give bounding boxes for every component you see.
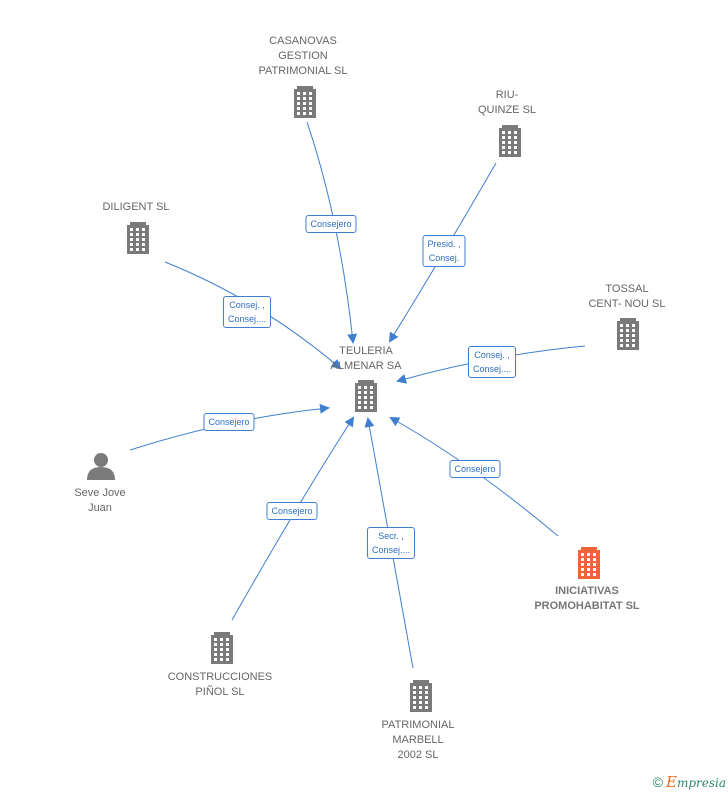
- center-company-label-line: TEULERIA: [339, 345, 393, 357]
- relation-badge-diligent[interactable]: Consej. , Consej....: [222, 296, 272, 328]
- node-label-riu-line: RIU-: [495, 89, 519, 101]
- node-label-diligent: DILIGENT SL: [102, 200, 169, 215]
- relation-badge-line: Consej. ,: [229, 300, 265, 310]
- node-label-iniciativas-line: PROMOHABITAT SL: [534, 600, 640, 612]
- node-label-casanovas: CASANOVAS GESTION PATRIMONIAL SL: [258, 34, 347, 79]
- relation-badge-construcciones[interactable]: Consejero: [266, 502, 318, 520]
- relation-badge-line: Presid. ,: [427, 239, 461, 249]
- relation-badge-line: Consejero: [454, 464, 496, 474]
- node-label-tossal: TOSSAL CENT- NOU SL: [588, 282, 665, 312]
- node-label-patrimonial: PATRIMONIAL MARBELL 2002 SL: [382, 718, 455, 763]
- relation-badge-line: Consej. ,: [474, 350, 510, 360]
- relation-badge-casanovas[interactable]: Consejero: [305, 215, 357, 233]
- brand-logo-initial: E: [665, 773, 677, 791]
- relation-badge-line: Consej....: [472, 364, 512, 374]
- node-label-tossal-line: CENT- NOU SL: [588, 298, 666, 310]
- relation-badge-line: Consej.: [428, 253, 460, 263]
- relation-badge-riu[interactable]: Presid. , Consej.: [422, 235, 466, 267]
- center-company-label: TEULERIA ALMENAR SA: [331, 344, 402, 374]
- node-label-iniciativas-line: INICIATIVAS: [555, 585, 619, 597]
- relation-badge-seve[interactable]: Consejero: [203, 413, 255, 431]
- building-icon-diligent: [127, 222, 149, 254]
- relation-badge-line: Consejero: [271, 506, 313, 516]
- building-icon-tossal: [617, 318, 639, 350]
- node-label-iniciativas: INICIATIVAS PROMOHABITAT SL: [534, 584, 639, 614]
- center-company-label-line: ALMENAR SA: [330, 360, 402, 372]
- relation-badge-line: Secr. ,: [378, 531, 404, 541]
- building-icon-riu: [499, 125, 521, 157]
- node-label-construcciones-line: PIÑOL SL: [195, 686, 245, 698]
- relation-badge-line: Consej....: [227, 314, 267, 324]
- node-label-riu: RIU- QUINZE SL: [478, 88, 536, 118]
- relation-badge-iniciativas[interactable]: Consejero: [449, 460, 501, 478]
- node-label-seve-line: Juan: [88, 502, 112, 514]
- footer-brand: ©Empresia: [653, 773, 726, 791]
- node-label-construcciones: CONSTRUCCIONES PIÑOL SL: [168, 670, 273, 700]
- relation-badge-tossal[interactable]: Consej. , Consej....: [467, 346, 517, 378]
- person-icon: [87, 453, 115, 480]
- relation-badge-patrimonial[interactable]: Secr. , Consej....: [366, 527, 416, 559]
- copyright-icon: ©: [652, 774, 663, 790]
- center-building-icon: [355, 380, 377, 412]
- node-label-patrimonial-line: MARBELL: [392, 734, 444, 746]
- building-icon-iniciativas: [578, 547, 600, 579]
- node-label-casanovas-line: GESTION: [278, 50, 328, 62]
- relation-badge-line: Consejero: [208, 417, 250, 427]
- relation-badge-line: Consejero: [310, 219, 352, 229]
- node-label-construcciones-line: CONSTRUCCIONES: [167, 671, 273, 683]
- relation-badge-line: Consej....: [371, 545, 411, 555]
- brand-logo-text: mpresia: [676, 776, 726, 790]
- node-label-diligent-line: DILIGENT SL: [102, 201, 170, 213]
- building-icon-casanovas: [294, 86, 316, 118]
- node-label-patrimonial-line: PATRIMONIAL: [381, 719, 455, 731]
- node-label-seve-line: Seve Jove: [74, 487, 126, 499]
- building-icon-construcciones: [211, 632, 233, 664]
- building-icon-patrimonial: [410, 680, 432, 712]
- node-label-casanovas-line: CASANOVAS: [269, 35, 337, 47]
- node-label-patrimonial-line: 2002 SL: [397, 749, 439, 761]
- node-label-riu-line: QUINZE SL: [477, 104, 537, 116]
- node-label-casanovas-line: PATRIMONIAL SL: [258, 65, 348, 77]
- node-label-tossal-line: TOSSAL: [605, 283, 649, 295]
